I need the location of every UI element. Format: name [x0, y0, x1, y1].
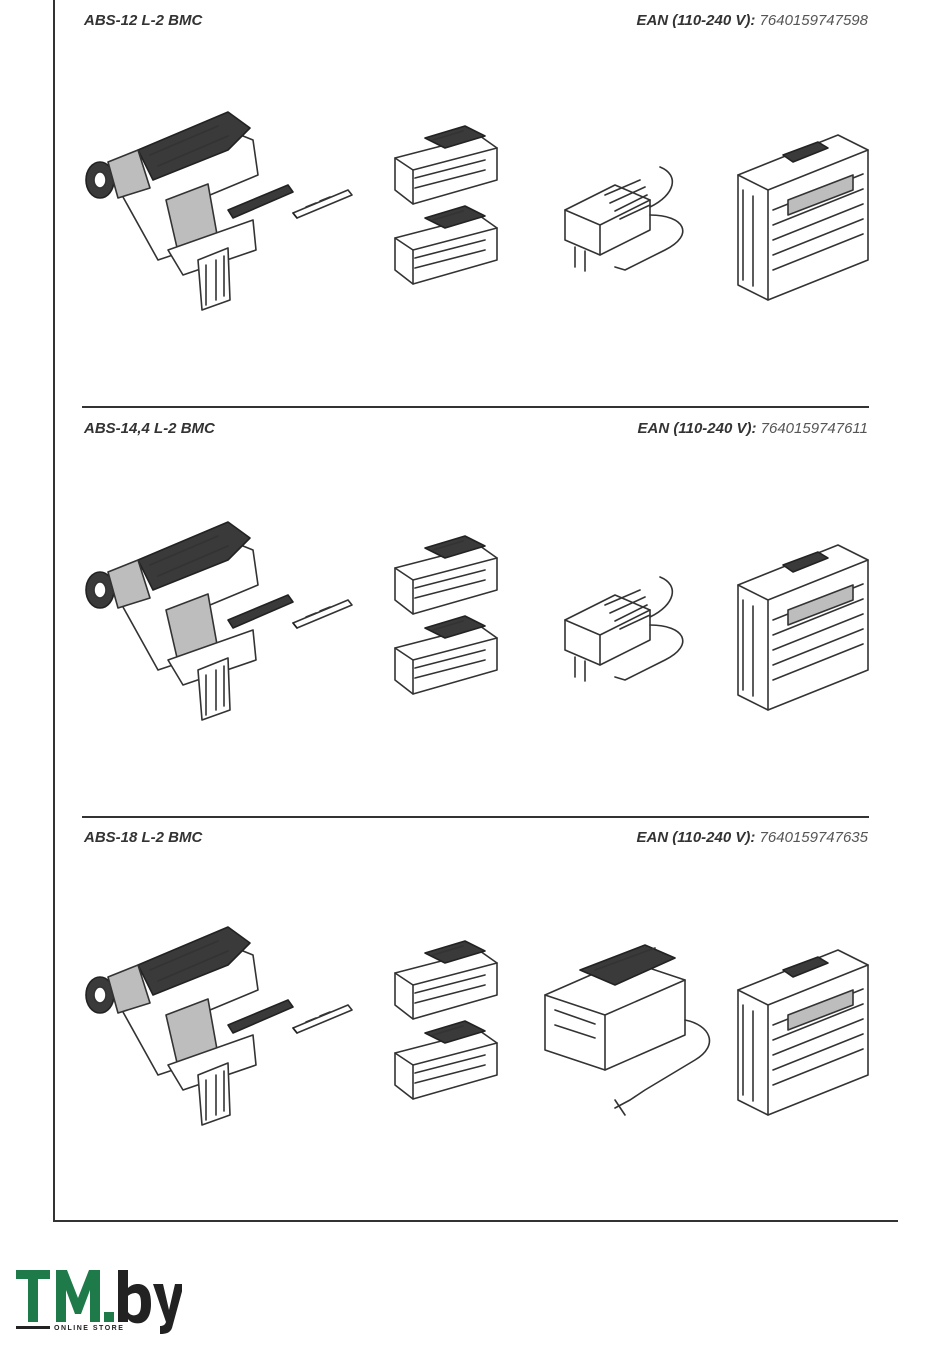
section-1-ean-label: EAN (110-240 V):: [636, 12, 755, 29]
charger-icon: [535, 940, 725, 1120]
battery-icon: [385, 933, 505, 1023]
drill-icon: [78, 510, 298, 725]
section-divider: [82, 816, 869, 818]
charger-icon: [555, 155, 695, 280]
section-3-ean-code: 7640159747635: [760, 829, 868, 846]
section-3-model: ABS-18 L-2 BMC: [84, 829, 202, 846]
battery-icon: [385, 198, 505, 288]
battery-icon: [385, 118, 505, 208]
charger-icon: [555, 565, 695, 690]
section-1-ean: EAN (110-240 V): 7640159747598: [636, 12, 868, 29]
tmby-logo: ONLINE STORE: [12, 1266, 182, 1336]
section-3-ean-label: EAN (110-240 V):: [636, 829, 755, 846]
section-divider: [82, 406, 869, 408]
carry-case-icon: [728, 540, 878, 715]
battery-icon: [385, 1013, 505, 1103]
carry-case-icon: [728, 945, 878, 1120]
drill-icon: [78, 100, 298, 315]
section-2-ean-label: EAN (110-240 V):: [638, 420, 757, 437]
battery-icon: [385, 608, 505, 698]
bit-icon: [288, 595, 358, 635]
section-2-ean-code: 7640159747611: [761, 420, 868, 437]
carry-case-icon: [728, 130, 878, 305]
bit-icon: [288, 185, 358, 225]
section-1-ean-code: 7640159747598: [760, 12, 868, 29]
svg-text:ONLINE STORE: ONLINE STORE: [54, 1325, 124, 1332]
section-1-model: ABS-12 L-2 BMC: [84, 12, 202, 29]
section-2-model: ABS-14,4 L-2 BMC: [84, 420, 215, 437]
section-3-ean: EAN (110-240 V): 7640159747635: [636, 829, 868, 846]
section-2-ean: EAN (110-240 V): 7640159747611: [638, 420, 868, 437]
battery-icon: [385, 528, 505, 618]
bit-icon: [288, 1000, 358, 1040]
drill-icon: [78, 915, 298, 1130]
